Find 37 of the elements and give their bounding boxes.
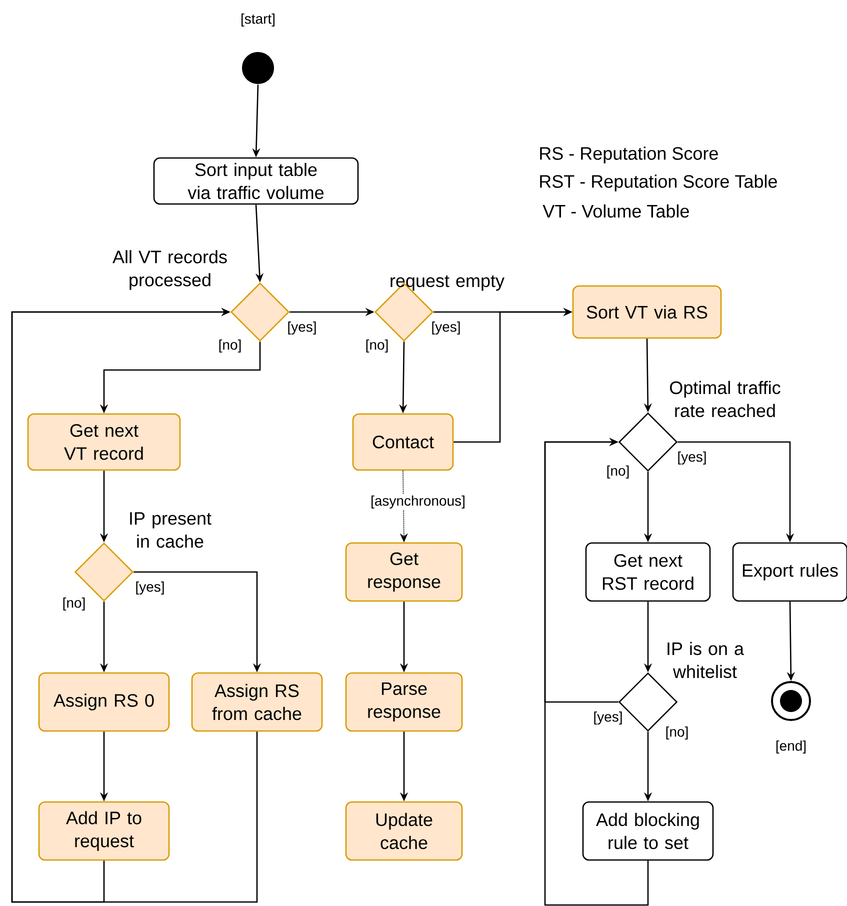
note-text: RST - Reputation Score Table [540, 174, 777, 192]
activity-box: Get next RST record [585, 542, 711, 602]
edge-label: [no] [61, 596, 87, 612]
edge-label: [no] [664, 725, 690, 741]
activity-box: Assign RS from cache [191, 672, 323, 732]
condition-label: Optimal traffic rate reached [670, 380, 780, 418]
activity-box: Assign RS 0 [38, 672, 170, 732]
activity-box: Export rules [732, 542, 847, 602]
end-node [771, 681, 811, 721]
activity-box: Update cache [345, 801, 463, 861]
edge-label: [yes] [592, 710, 624, 726]
activity-box: Add blocking rule to set [582, 801, 714, 861]
edge-label: [no] [217, 338, 243, 354]
note-text: VT - Volume Table [542, 204, 689, 218]
edge-label: [yes] [134, 580, 166, 596]
condition-label: All VT records processed [112, 250, 227, 290]
edge-label: [asynchronous] [370, 494, 466, 510]
arrow [544, 438, 649, 906]
condition-label: IP present in cache [130, 512, 212, 548]
node-caption: [start] [242, 13, 274, 27]
activity-box: Contact [352, 413, 454, 471]
edge-label: [yes] [286, 320, 318, 336]
edge-label: [no] [364, 338, 390, 354]
edge-label: [yes] [430, 320, 462, 336]
start-node [242, 52, 274, 84]
edge-label: [no] [605, 464, 631, 480]
activity-box: Get next VT record [27, 413, 181, 471]
note-text: RS - Reputation Score [540, 146, 718, 164]
condition-label: IP is on a whitelist [668, 642, 744, 678]
activity-box: Get response [345, 542, 463, 602]
activity-box: Add IP to request [38, 801, 170, 861]
activity-box: Parse response [345, 672, 463, 732]
activity-box: Sort input table via traffic volume [153, 157, 359, 205]
edge-label: [yes] [676, 450, 708, 466]
condition-label: request empty [390, 275, 504, 291]
activity-box: Sort VT via RS [572, 285, 722, 339]
node-caption: [end] [776, 740, 806, 754]
